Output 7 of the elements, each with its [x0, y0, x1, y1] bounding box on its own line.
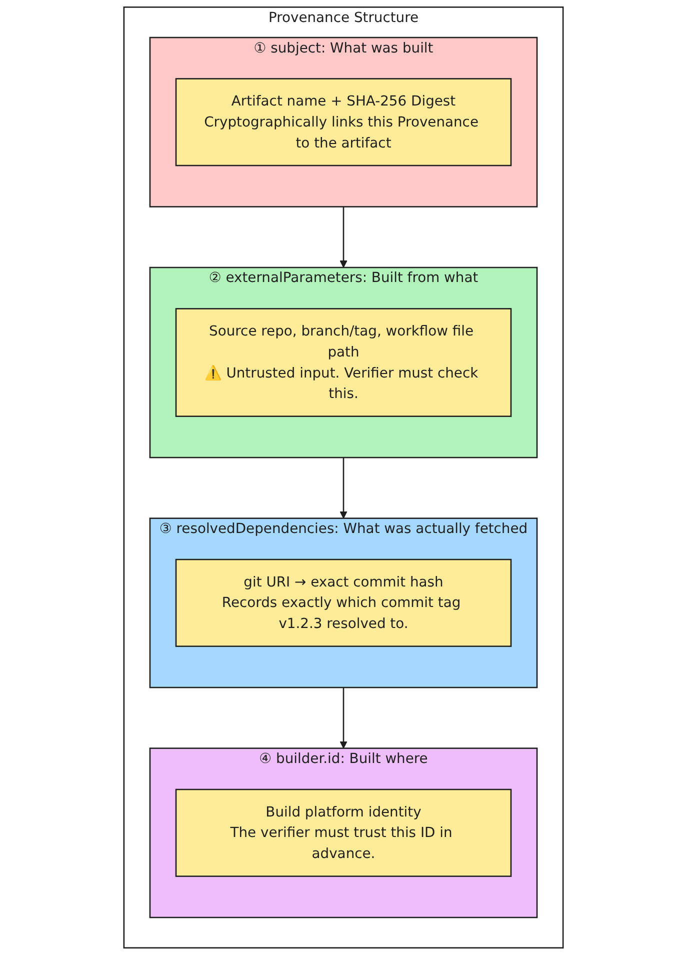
- arrow: [339, 206, 347, 268]
- node-box: git URI → exact commit hash Records exactly which commit tag v1.2.3 resolved to.: [174, 558, 512, 647]
- arrow: [339, 688, 347, 749]
- node-box: Artifact name + SHA-256 Digest Cryptographically links this Provenance to the artifact: [174, 78, 512, 166]
- node-box: Build platform identity The verifier must trust this ID in advance.: [174, 788, 512, 877]
- node-box: Source repo, branch/tag, workflow file path ⚠ Untrusted input. Verifier must check this.: [174, 308, 512, 417]
- arrow: [339, 458, 347, 519]
